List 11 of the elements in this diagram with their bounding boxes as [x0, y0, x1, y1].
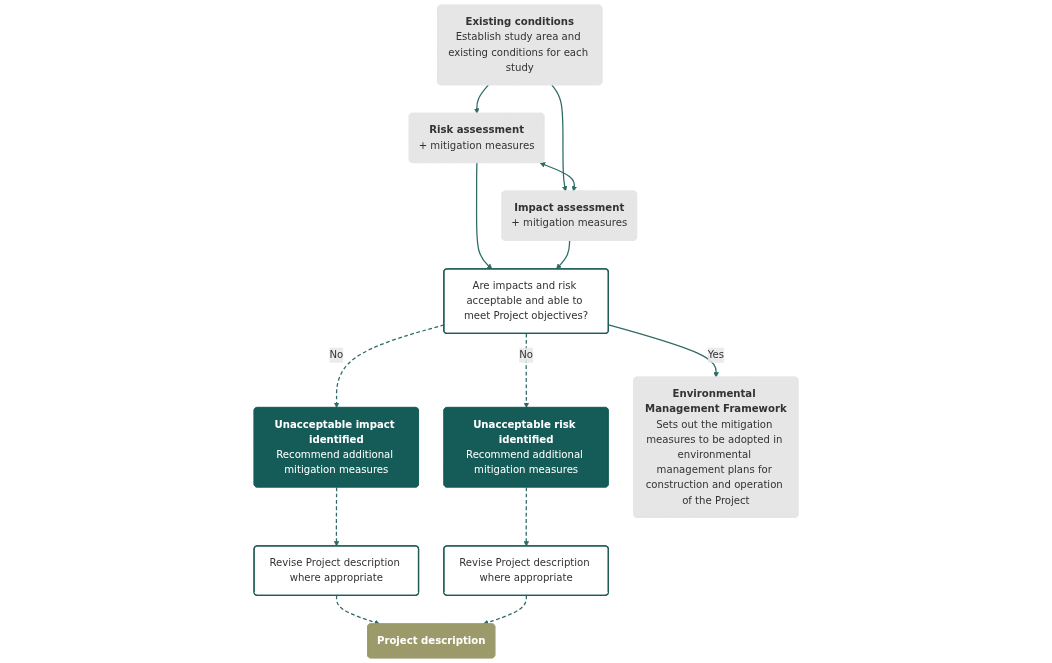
- edge-label: No: [519, 348, 533, 361]
- arrow: [473, 84, 489, 114]
- arrow: [523, 333, 530, 408]
- edge-label: Yes: [707, 348, 724, 361]
- arrow: [556, 240, 571, 270]
- arrow: [551, 84, 568, 192]
- edge-label: No: [329, 348, 344, 361]
- arrow: [333, 486, 340, 547]
- arrow: [539, 162, 577, 192]
- arrow: [475, 162, 493, 270]
- arrow: [523, 486, 529, 547]
